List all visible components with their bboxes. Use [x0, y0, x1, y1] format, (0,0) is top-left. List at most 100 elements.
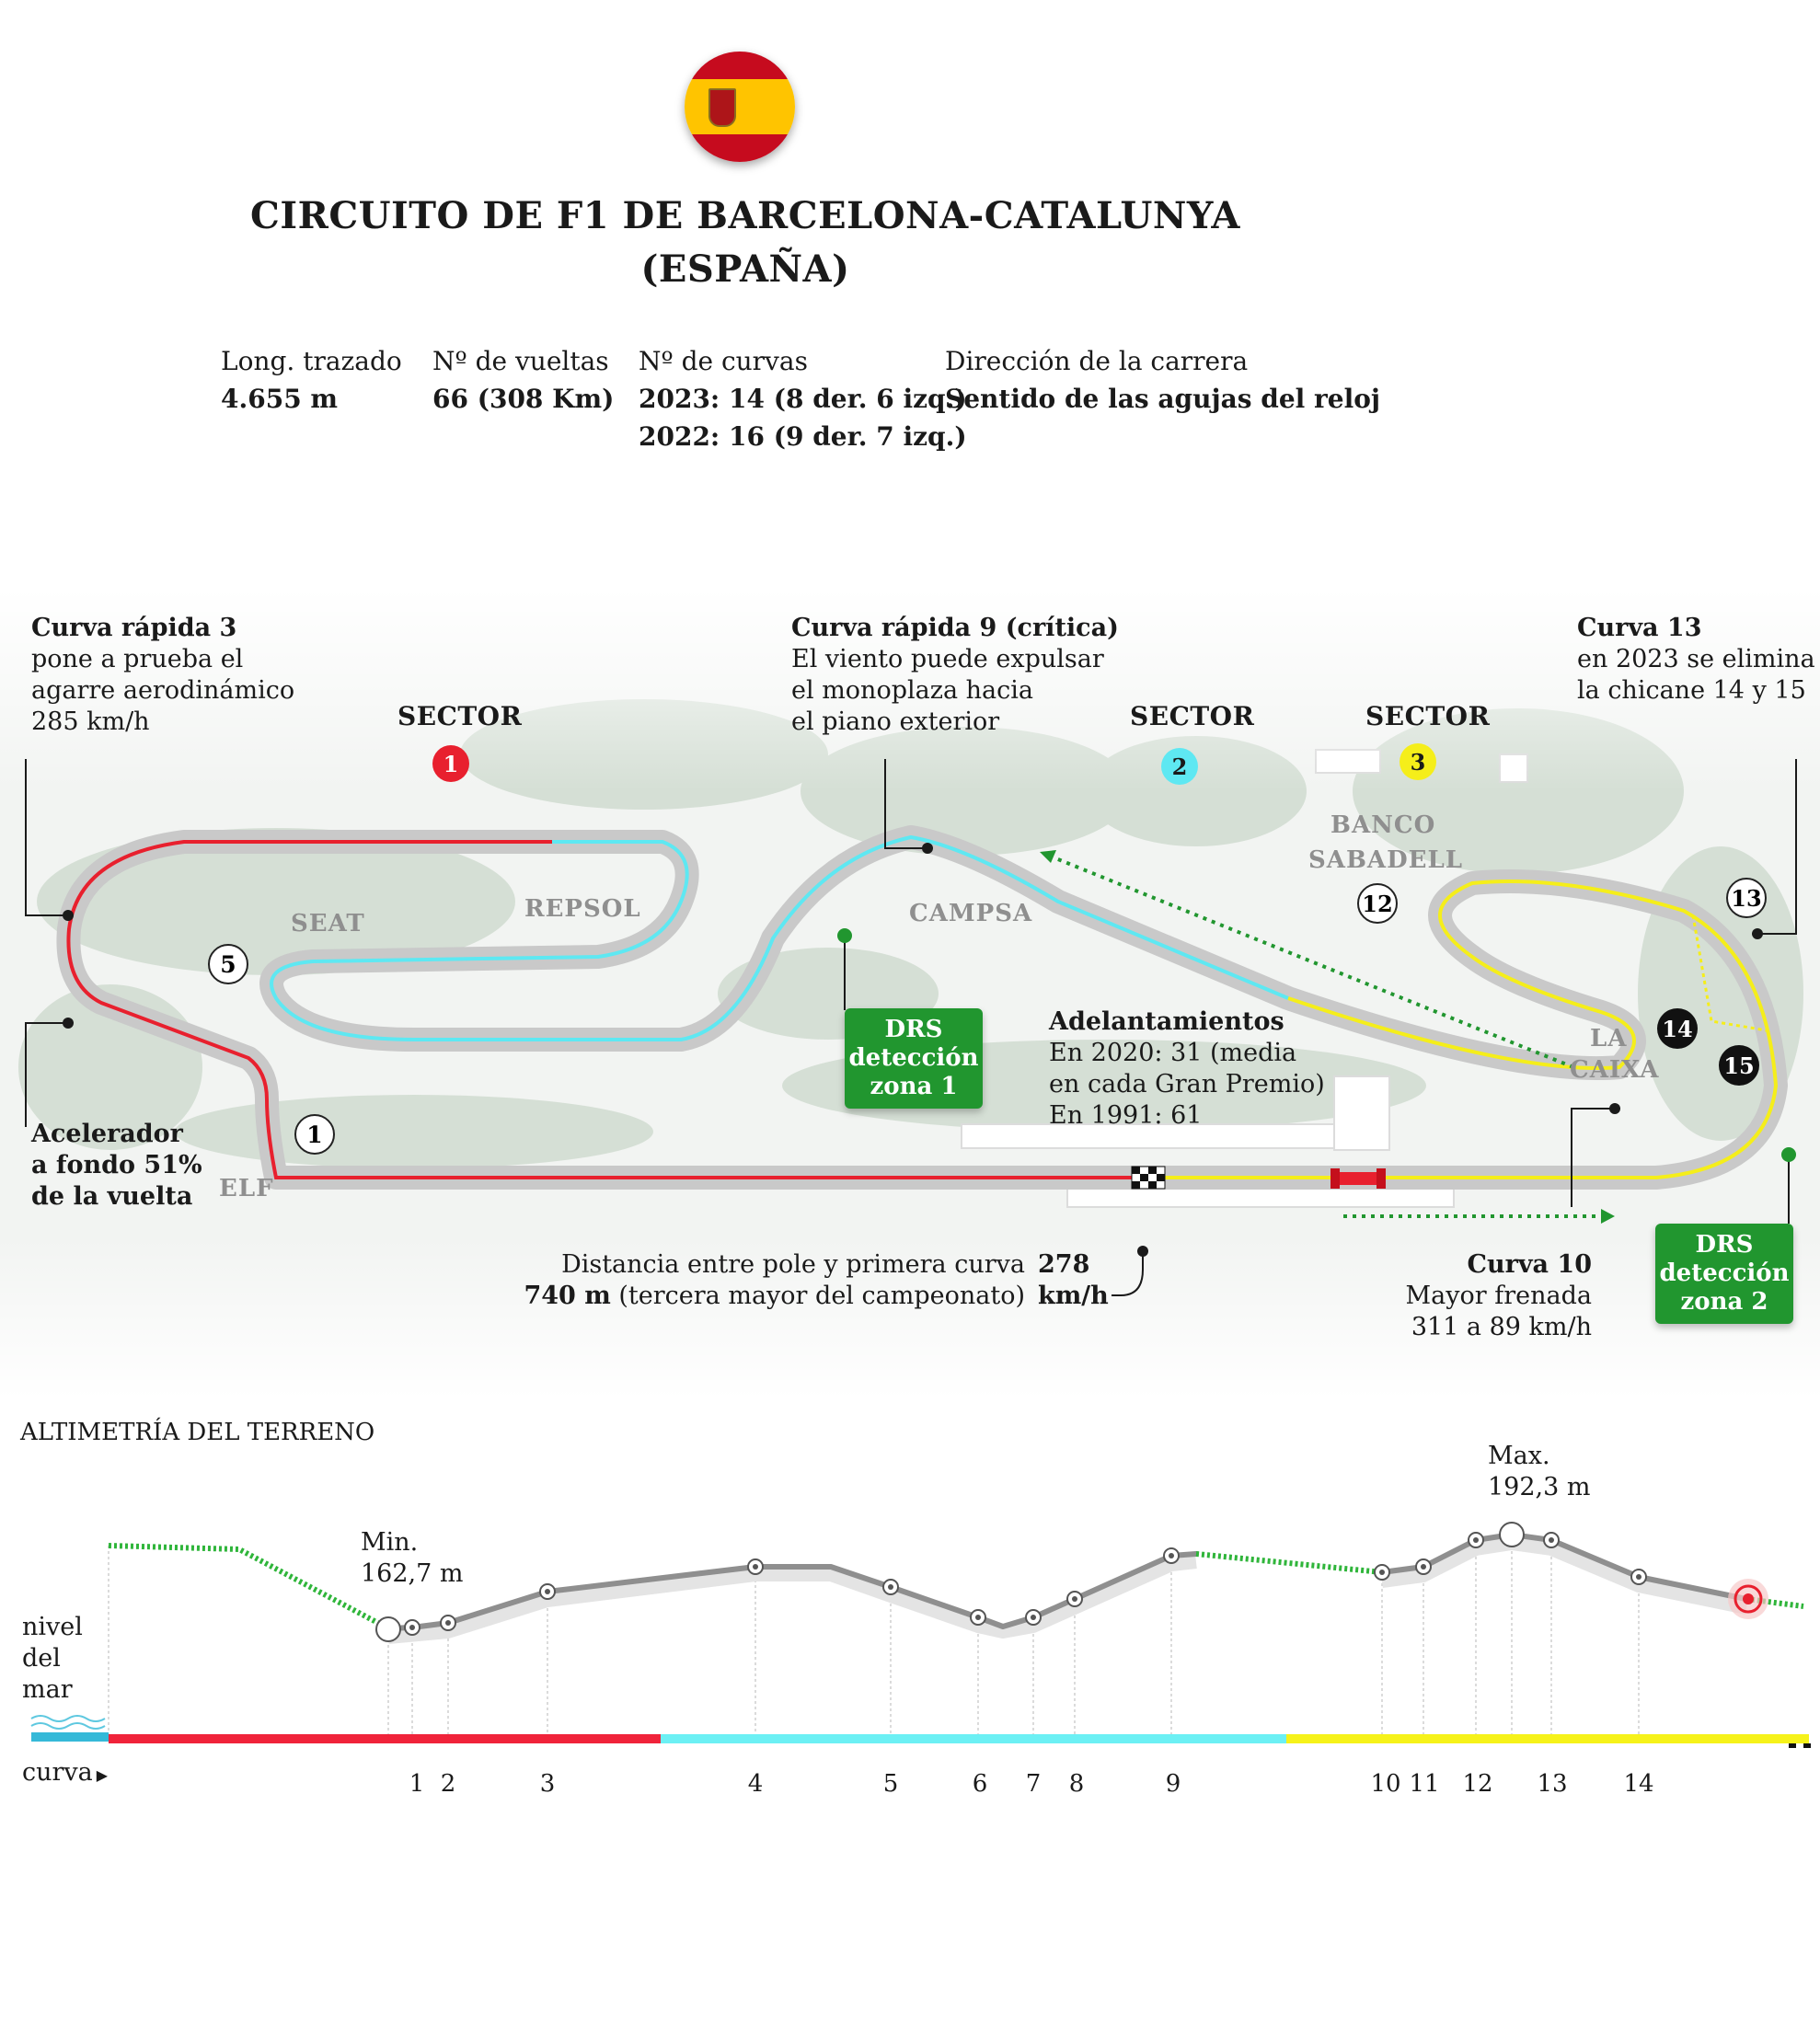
curve-number-2: 2 [440, 1770, 456, 1798]
stat-turns-label: Nº de curvas [639, 346, 808, 376]
label-banco: BANCO [1330, 811, 1435, 839]
altimetry-sector-3-bar [1286, 1734, 1809, 1743]
sector-2-path [270, 834, 1289, 1041]
turn-marker-13: 13 [1726, 878, 1767, 918]
sector-badge-3: 3 [1400, 743, 1436, 780]
throttle-line1: Acelerador [31, 1120, 183, 1148]
svg-text:3: 3 [1411, 749, 1426, 776]
curve-axis-label: curva▶ [22, 1757, 108, 1791]
curve9-line2: el monoplaza hacia [791, 676, 1033, 705]
sea-waves-icon [30, 1715, 109, 1742]
altimetry-min: Min. 162,7 m [361, 1527, 463, 1590]
sector-badge-1: 1 [432, 745, 469, 782]
overtake-title: Adelantamientos [1049, 1007, 1284, 1036]
throttle-line2: a fondo 51% [31, 1151, 202, 1179]
label-seat: SEAT [291, 910, 365, 937]
sea-level-label: nivel del mar [22, 1612, 83, 1706]
svg-text:15: 15 [1723, 1052, 1754, 1079]
curve-number-13: 13 [1537, 1770, 1568, 1798]
curve-number-6: 6 [972, 1770, 988, 1798]
finish-flag-icon [1789, 1743, 1811, 1748]
curve10-line2: 311 a 89 km/h [1411, 1313, 1592, 1341]
stat-turns-2023: 2023: 14 (8 der. 6 izq.) [639, 384, 967, 414]
annotation-overtakes: Adelantamientos En 2020: 31 (media en ca… [1049, 1006, 1325, 1132]
curve13-title: Curva 13 [1577, 614, 1702, 642]
sea-line3: mar [22, 1675, 73, 1704]
drs1-line2: detección [848, 1044, 979, 1072]
drs2-line3: zona 2 [1680, 1288, 1768, 1316]
stat-direction-label: Dirección de la carrera [945, 346, 1249, 376]
leader-lines [25, 759, 1797, 1296]
annotation-top-speed: 278 km/h [1038, 1249, 1109, 1312]
curve-number-9: 9 [1165, 1770, 1181, 1798]
turn-marker-12: 12 [1357, 883, 1398, 924]
annotation-curve-10: Curva 10 Mayor frenada 311 a 89 km/h [1307, 1249, 1593, 1343]
sector-3-path [1132, 880, 1779, 1179]
altimetry-title: ALTIMETRÍA DEL TERRENO [20, 1419, 375, 1446]
altimetry-max: Max. 192,3 m [1488, 1441, 1590, 1503]
annotation-curve-3: Curva rápida 3 pone a prueba el agarre a… [31, 613, 294, 738]
curve3-line2: agarre aerodinámico [31, 676, 295, 705]
throttle-line3: de la vuelta [31, 1182, 193, 1211]
drs-arrow-head-1 [1040, 850, 1056, 863]
annotation-throttle: Acelerador a fondo 51% de la vuelta [31, 1119, 202, 1213]
stat-length: Long. trazado 4.655 m [221, 342, 402, 418]
turn-marker-5: 5 [208, 944, 248, 984]
sector-badge-2: 2 [1161, 748, 1198, 785]
max-elevation-marker [1499, 1522, 1525, 1547]
page-title: CIRCUITO DE F1 DE BARCELONA-CATALUNYA (E… [0, 190, 1491, 296]
stat-length-value: 4.655 m [221, 384, 339, 414]
label-campsa: CAMPSA [909, 900, 1032, 927]
curve3-title: Curva rápida 3 [31, 614, 237, 642]
drs-zone-1-arrow [1048, 854, 1574, 1069]
drs2-line2: detección [1659, 1259, 1790, 1287]
altimetry-max-value: 192,3 m [1488, 1473, 1591, 1501]
pole-line1: Distancia entre pole y primera curva [561, 1250, 1025, 1279]
annotation-curve-13: Curva 13 en 2023 se elimina la chicane 1… [1577, 613, 1815, 707]
leader-dots [63, 843, 1796, 1257]
annotation-pole-distance: Distancia entre pole y primera curva 740… [460, 1249, 1025, 1312]
stat-laps-label: Nº de vueltas [432, 346, 609, 376]
altimetry-profile [30, 1522, 1811, 1748]
f1-car-icon [1330, 1168, 1386, 1189]
overtake-line1: En 2020: 31 (media [1049, 1039, 1297, 1067]
drs1-line1: DRS [884, 1016, 943, 1043]
circuit-map: 1 5 12 13 14 15 1 2 3 SEAT REPSOL CAMPSA… [0, 589, 1820, 1398]
svg-text:5: 5 [220, 951, 236, 978]
curve3-line3: 285 km/h [31, 707, 150, 736]
svg-text:13: 13 [1731, 885, 1761, 912]
curve10-line1: Mayor frenada [1405, 1282, 1593, 1310]
curve13-line1: en 2023 se elimina [1577, 645, 1815, 673]
drs2-line1: DRS [1695, 1231, 1754, 1259]
altimetry-min-value: 162,7 m [361, 1559, 464, 1588]
stat-length-label: Long. trazado [221, 346, 402, 376]
sea-line1: nivel [22, 1613, 83, 1641]
altimetry-sector-1-bar [109, 1734, 661, 1743]
label-caixa: CAIXA [1570, 1056, 1659, 1084]
curve-axis-text: curva [22, 1758, 93, 1787]
label-repsol: REPSOL [524, 895, 641, 923]
curve-number-8: 8 [1068, 1770, 1085, 1798]
altimetry-sector-2-bar [661, 1734, 1286, 1743]
curve-point-centers [409, 1537, 1641, 1630]
finish-line-icon [1131, 1166, 1166, 1190]
pole-line2: (tercera mayor del campeonato) [618, 1282, 1025, 1310]
turn-marker-1: 1 [294, 1114, 335, 1155]
curve-number-10: 10 [1370, 1770, 1401, 1798]
sea-line2: del [22, 1644, 61, 1673]
curve9-line1: El viento puede expulsar [791, 645, 1104, 673]
stat-turns: Nº de curvas 2023: 14 (8 der. 6 izq.) 20… [639, 342, 967, 455]
curve3-line1: pone a prueba el [31, 645, 244, 673]
label-sabadell: SABADELL [1308, 846, 1463, 874]
sector-1-heading: SECTOR [397, 701, 523, 731]
spain-flag-icon [685, 52, 795, 162]
speed-value: 278 [1038, 1250, 1090, 1279]
curve-number-14: 14 [1623, 1770, 1654, 1798]
curve-number-1: 1 [409, 1770, 425, 1798]
stat-laps-value: 66 (308 Km) [432, 384, 615, 414]
drs-detection-zone-2: DRS detección zona 2 [1655, 1224, 1793, 1324]
stat-laps: Nº de vueltas 66 (308 Km) [432, 342, 614, 418]
svg-text:1: 1 [443, 751, 459, 777]
curve9-title: Curva rápida 9 (crítica) [791, 614, 1119, 642]
coat-of-arms-icon [708, 88, 736, 127]
